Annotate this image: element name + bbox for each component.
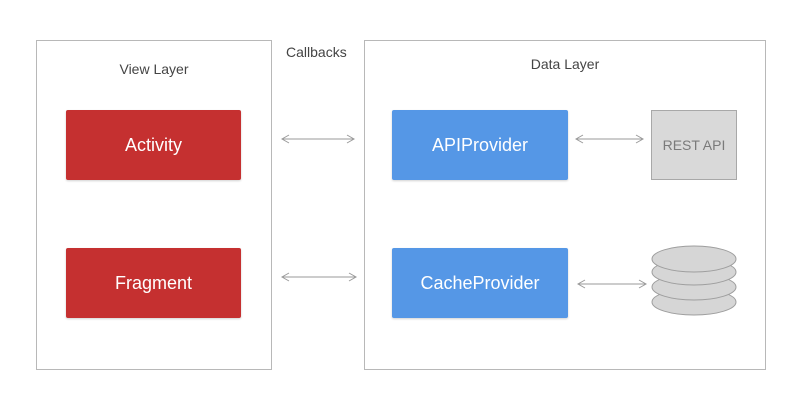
rest-api-box: REST API — [651, 110, 737, 180]
cache-db-arrow-icon — [576, 279, 648, 289]
api-provider-block: APIProvider — [392, 110, 568, 180]
fragment-block: Fragment — [66, 248, 241, 318]
view-data-arrow-top-icon — [280, 134, 356, 144]
data-layer-title: Data Layer — [530, 56, 600, 72]
database-icon — [651, 245, 737, 316]
view-layer-title: View Layer — [119, 61, 189, 77]
cache-provider-block: CacheProvider — [392, 248, 568, 318]
view-data-arrow-bottom-icon — [280, 272, 358, 282]
callbacks-label: Callbacks — [286, 44, 347, 60]
activity-block: Activity — [66, 110, 241, 180]
api-rest-arrow-icon — [574, 134, 645, 144]
